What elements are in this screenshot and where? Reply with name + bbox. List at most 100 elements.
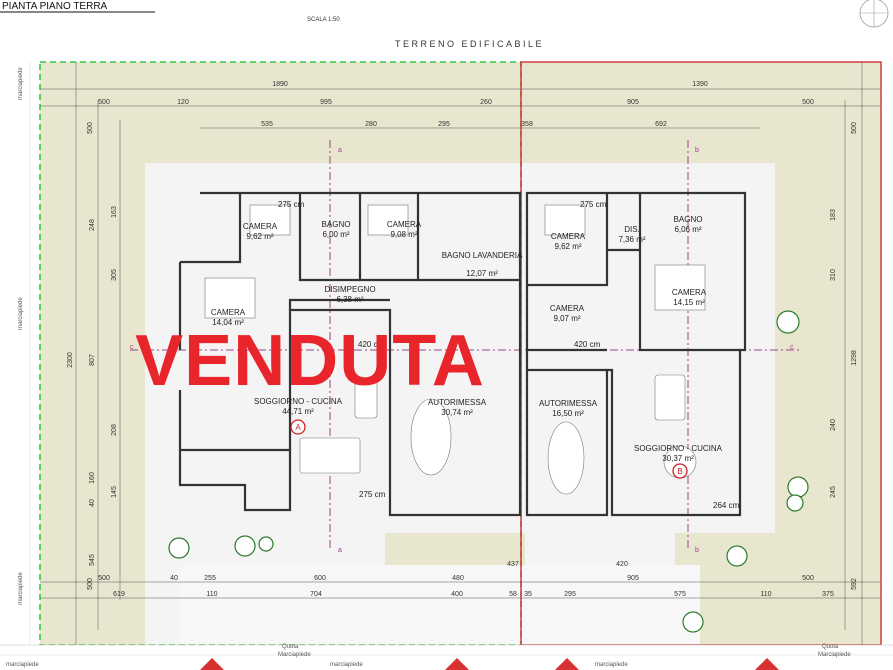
dim-label: 704 [310, 591, 322, 598]
room-label: CAMERA [387, 220, 422, 229]
section-c-marker: c [790, 344, 794, 351]
section-lines [130, 140, 800, 550]
dim-label: 248 [89, 219, 96, 231]
bottom-dimensions: 500 40 255 600 480 437 420 905 500 619 1… [98, 561, 834, 598]
top-dimensions: 1890 1390 500 120 995 260 905 500 535 28… [98, 81, 814, 128]
room-label: CAMERA [672, 288, 707, 297]
dim-label: 40 [170, 575, 178, 582]
dim-label: 110 [760, 591, 771, 598]
plan-scale: SCALA 1:50 [307, 17, 340, 23]
quota-label: Quota [282, 644, 299, 650]
dim-label: 145 [111, 486, 118, 498]
room-area: 30,74 m² [441, 408, 473, 417]
height-label: 275 cm [580, 200, 607, 209]
room-label: AUTORIMESSA [539, 399, 598, 408]
section-a-marker: a [338, 147, 342, 154]
dim-label: 480 [452, 575, 464, 582]
room-area: 9,62 m² [246, 232, 273, 241]
dim-label: 310 [830, 269, 837, 281]
dim-label: 437 [507, 561, 519, 568]
dim-label: 245 [830, 486, 837, 498]
room-area: 9,08 m² [390, 230, 417, 239]
paved-area [180, 565, 700, 645]
entry-markers [200, 658, 779, 670]
room-labels-unit-a: CAMERA 9,62 m² BAGNO 6,00 m² CAMERA 9,08… [211, 220, 523, 417]
dim-label: 1890 [272, 81, 288, 88]
quota-label: Quota [822, 644, 839, 650]
dim-label: 545 [89, 554, 96, 566]
walls-unit-b [525, 191, 747, 517]
dim-label: 500 [87, 122, 94, 134]
room-area: 9,07 m² [553, 314, 580, 323]
dim-label: 619 [113, 591, 125, 598]
height-label: 275 cm [278, 200, 305, 209]
dim-label: 305 [111, 269, 118, 281]
room-label: BAGNO [322, 220, 351, 229]
svg-text:A: A [295, 423, 301, 432]
quota-sub-label: Marciapiede [818, 652, 851, 658]
room-label: DIS. [624, 225, 640, 234]
room-area: 6,38 m² [336, 295, 363, 304]
room-area: 30,37 m² [662, 454, 694, 463]
sidewalk-label: marciapiede [6, 662, 39, 668]
sidewalk-labels: marciapiede marciapiede marciapiede marc… [6, 67, 851, 668]
dim-label: 905 [627, 575, 639, 582]
sold-stamp: VENDUTA [135, 321, 485, 401]
dim-label: 420 [616, 561, 628, 568]
dim-label: 375 [822, 591, 834, 598]
section-c-marker: c [130, 344, 134, 351]
height-annotations: 275 cm 420 cm 275 cm 275 cm 420 cm 264 c… [278, 200, 740, 510]
room-label: AUTORIMESSA [428, 398, 487, 407]
room-area: 12,07 m² [466, 269, 498, 278]
height-label: 420 cm [574, 340, 601, 349]
sidewalk-label: marciapiede [18, 297, 24, 330]
room-area: 6,00 m² [322, 230, 349, 239]
dim-label: 995 [320, 99, 332, 106]
dim-label: 295 [438, 121, 450, 128]
dim-label: 500 [87, 578, 94, 590]
dim-label: 58 [509, 591, 517, 598]
room-label: CAMERA [550, 304, 585, 313]
section-b-marker: b [695, 547, 699, 554]
dim-label: 208 [111, 424, 118, 436]
walls-unit-a [178, 191, 522, 517]
svg-text:B: B [677, 467, 682, 476]
room-area: 9,62 m² [554, 242, 581, 251]
dim-label: 575 [674, 591, 686, 598]
dim-label: 600 [314, 575, 326, 582]
dim-label: 260 [480, 99, 492, 106]
unit-b-badge: B [672, 463, 688, 479]
room-label: CAMERA [211, 308, 246, 317]
north-arrow-icon [859, 0, 889, 28]
dim-label: 2300 [67, 352, 74, 368]
dim-label: 120 [177, 99, 189, 106]
room-area: 16,50 m² [552, 409, 584, 418]
room-label: CAMERA [243, 222, 278, 231]
dim-label: 255 [204, 575, 216, 582]
section-markers: a a b b c c [130, 147, 794, 554]
room-area: 14,04 m² [212, 318, 244, 327]
room-label: SOGGIORNO - CUCINA [254, 397, 343, 406]
left-dimensions: 2300 248 807 545 500 163 305 208 160 40 … [67, 122, 118, 590]
dim-label: 160 [89, 472, 96, 484]
room-label: SOGGIORNO - CUCINA [634, 444, 723, 453]
dim-label: 500 [98, 99, 110, 106]
dim-label: 358 [521, 121, 533, 128]
height-label: 275 cm [359, 490, 386, 499]
dim-label: 35 [524, 591, 532, 598]
plan-title: PIANTA PIANO TERRA [2, 1, 108, 12]
dim-label: 592 [851, 578, 858, 590]
right-dimensions: 183 310 1298 240 245 500 592 [830, 122, 858, 590]
sidewalk-label: marciapiede [18, 572, 24, 605]
dim-label: 280 [365, 121, 377, 128]
dim-label: 500 [802, 99, 814, 106]
sidewalk-label: marciapiede [18, 67, 24, 100]
quota-sub-label: Marciapiede [278, 652, 311, 658]
room-labels-unit-b: CAMERA 9,62 m² DIS. 7,36 m² BAGNO 6,06 m… [539, 215, 723, 463]
dim-label: 905 [627, 99, 639, 106]
dim-label: 183 [830, 209, 837, 221]
room-area: 6,06 m² [674, 225, 701, 234]
room-label: CAMERA [551, 232, 586, 241]
dim-label: 1390 [692, 81, 708, 88]
